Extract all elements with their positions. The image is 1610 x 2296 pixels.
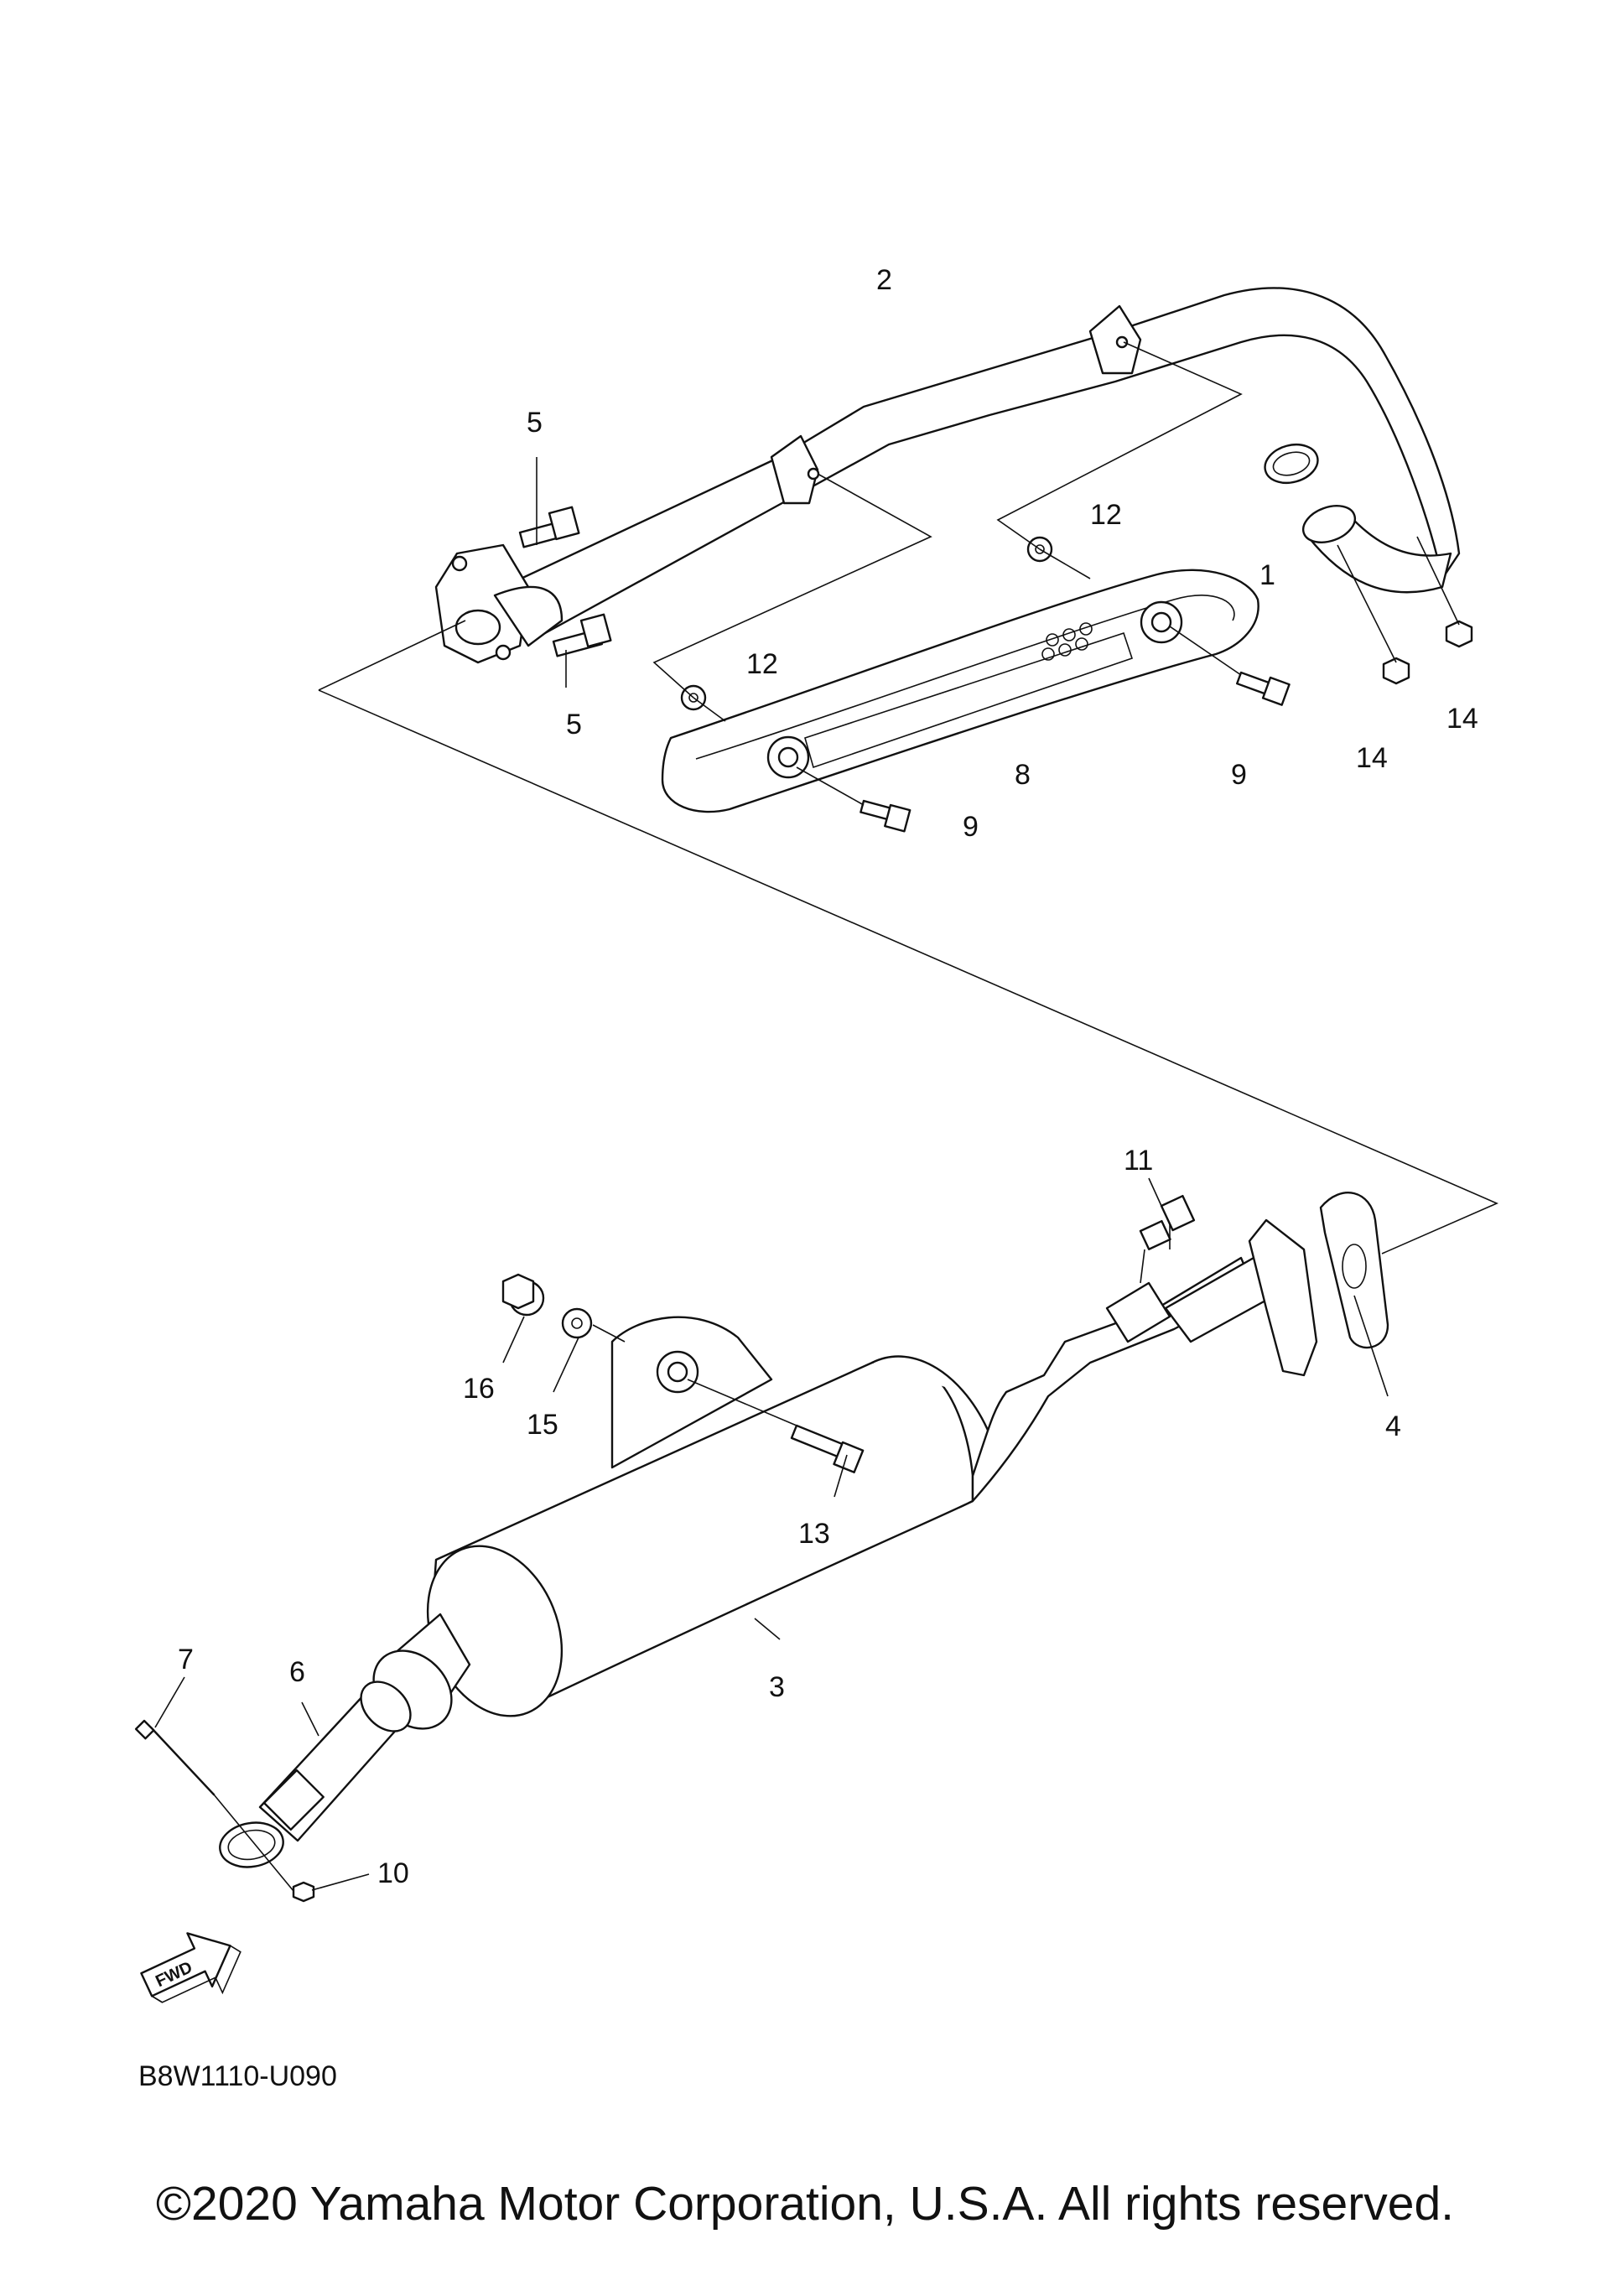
- heat-protector: [661, 569, 1259, 813]
- washer-15: [561, 1307, 593, 1339]
- callout-8: 8: [1015, 759, 1031, 791]
- callout-14-right: 14: [1446, 703, 1478, 735]
- callout-5-lower: 5: [566, 709, 582, 740]
- guide-lines-upper: [318, 341, 1460, 806]
- callout-2: 2: [876, 264, 892, 296]
- callout-labels: 1 2 3 4 5 5 6 7 8 9 9 10 11 12 12 13 14 …: [178, 264, 1478, 1889]
- bolt-9-right: [1236, 671, 1291, 706]
- forward-arrow-icon: FWD: [140, 1932, 242, 2003]
- nut-14-left: [1382, 657, 1410, 685]
- copyright-notice: ©2020 Yamaha Motor Corporation, U.S.A. A…: [156, 2177, 1454, 2231]
- bolt-5-lower: [552, 613, 612, 657]
- bolt-9-left: [860, 799, 911, 833]
- callout-6: 6: [289, 1656, 305, 1688]
- nut-10: [292, 1881, 315, 1903]
- callout-12-right: 12: [1090, 499, 1122, 531]
- callout-14-left: 14: [1356, 742, 1388, 774]
- connection-line: [318, 689, 1498, 1254]
- bolt-7: [134, 1719, 216, 1796]
- callout-15: 15: [527, 1409, 558, 1441]
- bolt-11: [1139, 1194, 1196, 1250]
- callout-12-left: 12: [746, 648, 778, 680]
- callout-4: 4: [1385, 1410, 1401, 1442]
- diagram-code: B8W1110-U090: [138, 2060, 337, 2092]
- bolt-5-upper: [518, 506, 580, 548]
- callout-11: 11: [1124, 1145, 1153, 1177]
- callout-5-upper: 5: [527, 407, 543, 439]
- callout-10: 10: [377, 1857, 409, 1889]
- callout-9-left: 9: [963, 811, 979, 843]
- nut-16: [501, 1273, 545, 1317]
- gasket-4: [1319, 1192, 1389, 1349]
- callout-16: 16: [463, 1373, 495, 1405]
- gasket-ring: [1264, 443, 1319, 485]
- exhaust-pipe: [434, 287, 1461, 664]
- nut-14-right: [1445, 620, 1473, 648]
- callout-7: 7: [178, 1644, 194, 1675]
- callout-3: 3: [769, 1671, 785, 1703]
- tail-pipe-6: [219, 1680, 412, 1868]
- callout-9-right: 9: [1231, 759, 1247, 791]
- guide-lines-lower: [154, 1177, 1389, 1892]
- muffler: [372, 1218, 1318, 1730]
- bolt-13: [790, 1424, 865, 1473]
- callout-1: 1: [1259, 559, 1275, 591]
- callout-13: 13: [798, 1518, 830, 1550]
